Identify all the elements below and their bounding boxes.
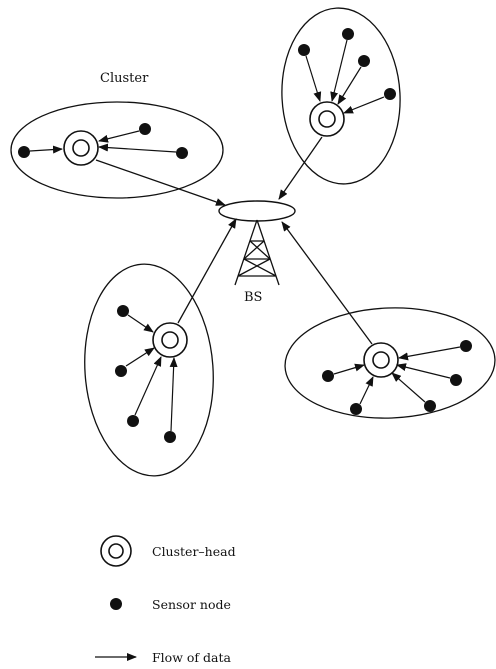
data-flow-arrow bbox=[330, 39, 348, 102]
base-station-label: BS bbox=[244, 290, 262, 305]
head-to-bs-arrow bbox=[177, 218, 237, 324]
legend-flow-label: Flow of data bbox=[152, 650, 231, 665]
data-flow-arrow bbox=[333, 363, 365, 375]
sensor-node bbox=[424, 400, 436, 412]
sensor-node bbox=[298, 44, 310, 56]
sensor-node bbox=[18, 146, 30, 158]
sensor-node bbox=[342, 28, 354, 40]
head-to-bs-arrow bbox=[278, 136, 323, 200]
cluster-bottom-left bbox=[84, 263, 214, 477]
legend-cluster-head-icon bbox=[100, 535, 132, 567]
base-station-receiver bbox=[218, 200, 296, 222]
cluster-head bbox=[63, 130, 99, 166]
data-flow-arrow bbox=[343, 96, 385, 114]
cluster-head bbox=[363, 342, 399, 378]
sensor-node bbox=[115, 365, 127, 377]
data-flow-arrow bbox=[29, 145, 63, 154]
legend: Cluster–head Sensor node Flow of data bbox=[95, 535, 236, 665]
data-flow-arrow bbox=[359, 376, 374, 405]
cluster-boundary bbox=[281, 7, 401, 185]
data-flow-arrow bbox=[125, 347, 155, 367]
data-flow-arrow bbox=[398, 346, 461, 361]
sensor-node bbox=[176, 147, 188, 159]
sensor-node bbox=[460, 340, 472, 352]
cluster-boundary bbox=[10, 101, 224, 199]
sensor-node bbox=[322, 370, 334, 382]
cluster-top-right bbox=[281, 7, 401, 185]
cluster-label: Cluster bbox=[100, 71, 149, 86]
sensor-node bbox=[139, 123, 151, 135]
sensor-node bbox=[450, 374, 462, 386]
sensor-node bbox=[384, 88, 396, 100]
legend-cluster-head-label: Cluster–head bbox=[152, 544, 236, 559]
base-station: BS bbox=[218, 200, 296, 305]
data-flow-arrow bbox=[396, 363, 451, 379]
data-flow-arrow bbox=[305, 55, 322, 102]
data-flow-arrow bbox=[98, 130, 140, 143]
cluster-bottom-right bbox=[284, 307, 496, 419]
head-to-bs-arrow bbox=[281, 221, 373, 345]
legend-sensor-node-label: Sensor node bbox=[152, 597, 231, 612]
data-flow-arrow bbox=[337, 66, 362, 105]
data-flow-arrow bbox=[98, 143, 177, 153]
head-to-bs-arrow bbox=[95, 159, 226, 206]
sensor-node bbox=[350, 403, 362, 415]
data-flow-arrow bbox=[134, 356, 162, 416]
tower-icon bbox=[234, 219, 280, 286]
cluster-head bbox=[309, 101, 345, 137]
sensor-node bbox=[358, 55, 370, 67]
data-flow-arrow bbox=[127, 314, 154, 333]
data-flow-arrow bbox=[169, 357, 178, 432]
legend-sensor-node-icon bbox=[110, 598, 122, 610]
cluster-boundary bbox=[84, 263, 214, 477]
sensor-node bbox=[127, 415, 139, 427]
data-flow-arrow bbox=[391, 372, 426, 403]
cluster-boundary bbox=[284, 307, 496, 419]
sensor-node bbox=[164, 431, 176, 443]
cluster-top-left: Cluster bbox=[10, 71, 224, 199]
sensor-node bbox=[117, 305, 129, 317]
cluster-head bbox=[152, 322, 188, 358]
